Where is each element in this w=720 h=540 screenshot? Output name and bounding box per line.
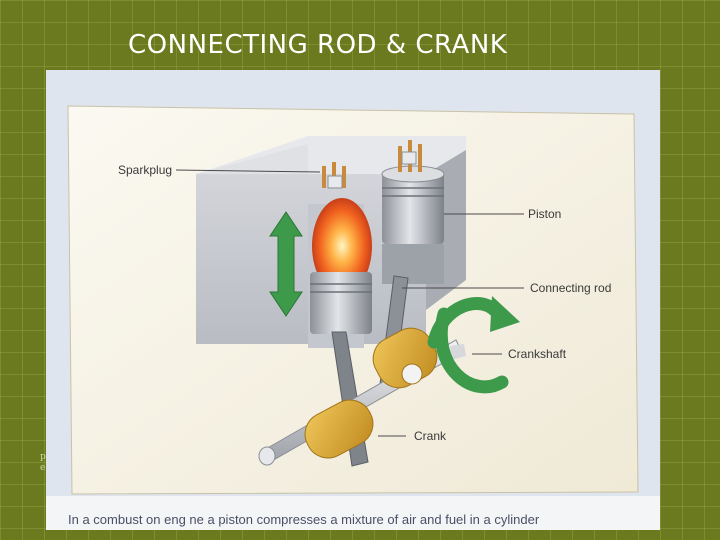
caption-strip: [46, 496, 660, 530]
rotation-arrow-icon: [427, 296, 520, 394]
margin-letter: p: [40, 452, 46, 462]
engine-diagram: Sparkplug Piston Connecting rod Cranksha…: [46, 70, 660, 530]
left-piston: [310, 272, 372, 334]
label-connecting-rod: Connecting rod: [530, 281, 611, 295]
caption-text: In a combust on eng ne a piston compress…: [68, 512, 540, 527]
up-down-arrow-icon: [269, 211, 303, 317]
label-crank: Crank: [414, 429, 447, 443]
crank-webs: [304, 327, 438, 459]
leader-lines: [175, 169, 524, 437]
margin-letters: p e: [40, 452, 50, 474]
combustion-flame: [312, 198, 372, 294]
slide-title: CONNECTING ROD & CRANK: [128, 30, 508, 60]
label-piston: Piston: [528, 207, 561, 221]
sparkplugs: [322, 140, 422, 189]
right-piston: [381, 165, 445, 284]
margin-letter: e: [40, 463, 46, 473]
diagram-photo: Sparkplug Piston Connecting rod Cranksha…: [46, 70, 660, 530]
label-crankshaft: Crankshaft: [508, 347, 567, 361]
label-sparkplug: Sparkplug: [118, 163, 172, 177]
